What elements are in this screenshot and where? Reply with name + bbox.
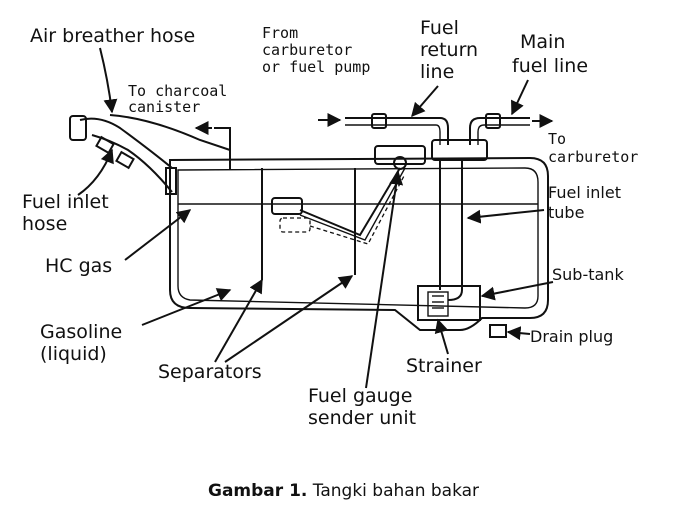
label-fuel-gauge-1: Fuel gauge (308, 385, 412, 407)
label-to-charcoal-2: canister (128, 98, 200, 116)
leader-strainer (434, 318, 449, 355)
label-fuel-gauge-2: sender unit (308, 407, 416, 429)
label-fuel-inlet-hose-1: Fuel inlet (22, 191, 109, 213)
return-line-pipe-2 (345, 124, 441, 145)
label-fuel-inlet-tube-1: Fuel inlet (548, 183, 621, 202)
canister-pipe (214, 127, 231, 160)
sub-tank-pipe (447, 289, 463, 301)
figure-caption: Gambar 1. Tangki bahan bakar (208, 481, 479, 501)
tank-inner-wall (177, 167, 539, 309)
label-hc-gas: HC gas (45, 255, 112, 277)
leader-separator-2 (224, 275, 354, 363)
main-line-pipe-2 (477, 124, 530, 145)
label-strainer: Strainer (406, 355, 482, 377)
float-upper (271, 197, 303, 215)
label-fuel-return-2: return (420, 39, 478, 61)
air-breather-hose (109, 114, 231, 170)
leader-fuel-inlet-tube (466, 209, 545, 224)
label-gasoline-2: (liquid) (40, 343, 107, 365)
label-to-carb-2: carburetor (548, 148, 638, 166)
leader-fuel-return (411, 85, 439, 118)
label-gasoline-1: Gasoline (40, 321, 122, 343)
label-drain-plug: Drain plug (530, 327, 613, 346)
label-from-carb-3: or fuel pump (262, 58, 370, 76)
leader-sub-tank (480, 281, 554, 301)
inlet-pipe-end (165, 167, 177, 195)
sub-tank (417, 285, 481, 321)
leader-separator-1 (214, 278, 263, 363)
label-from-carb-1: From (262, 24, 298, 42)
label-fuel-return-1: Fuel (420, 17, 459, 39)
label-from-carb-2: carburetor (262, 41, 352, 59)
main-line-fitting (485, 113, 501, 129)
leader-main-fuel (511, 79, 529, 116)
leader-sender (365, 170, 404, 389)
leader-fuel-inlet-hose (77, 148, 114, 196)
sender-flange (374, 145, 426, 165)
label-main-fuel-1: Main (520, 31, 565, 53)
return-line-fitting (371, 113, 387, 129)
label-sub-tank: Sub-tank (552, 265, 624, 284)
caption-number: Gambar 1. (208, 481, 307, 501)
leader-drain-plug (506, 326, 531, 341)
leader-gasoline (141, 288, 232, 326)
leader-air-breather (99, 47, 118, 114)
label-to-charcoal-1: To charcoal (128, 82, 227, 100)
caption-text: Tangki bahan bakar (307, 481, 479, 501)
arm-lower-dashed (309, 175, 405, 245)
filler-cap (69, 115, 87, 141)
label-to-carb-1: To (548, 130, 566, 148)
hose-clamp-2 (115, 150, 135, 170)
main-line-pipe (469, 117, 530, 145)
label-separators: Separators (158, 361, 262, 383)
pump-housing (431, 139, 488, 161)
label-fuel-inlet-tube-2: tube (548, 203, 584, 222)
return-line-pipe (345, 117, 449, 145)
label-main-fuel-2: fuel line (512, 55, 588, 77)
label-fuel-return-3: line (420, 61, 454, 83)
label-air-breather-hose: Air breather hose (30, 25, 195, 47)
leader-hc-gas (124, 209, 192, 261)
drain-plug (489, 324, 507, 338)
strainer-element (427, 291, 449, 317)
label-fuel-inlet-hose-2: hose (22, 213, 67, 235)
sender-arm (299, 167, 401, 237)
sender-arm-inner (299, 167, 406, 241)
float-lower (279, 217, 311, 233)
